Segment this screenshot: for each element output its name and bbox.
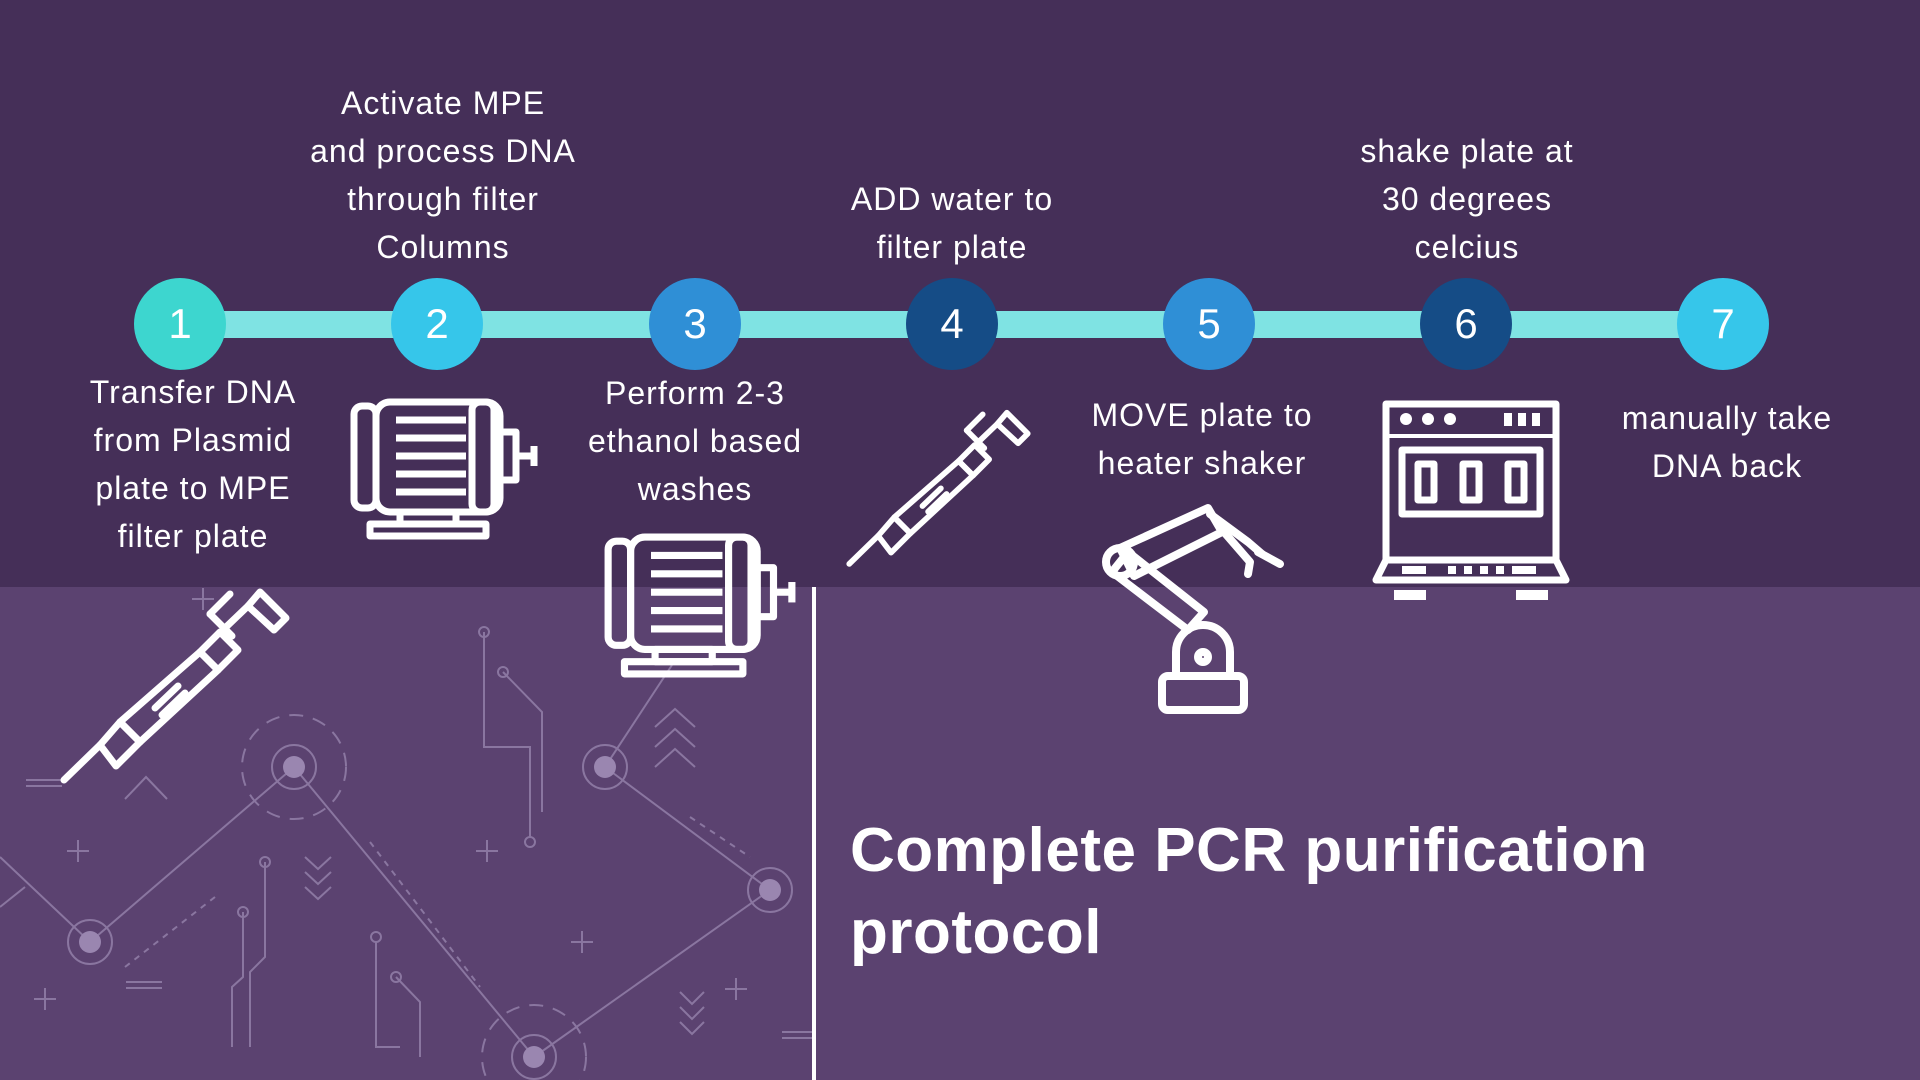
step-4-node: 4 (906, 278, 998, 370)
step-number: 2 (425, 300, 449, 347)
motor-icon (602, 533, 798, 678)
step-number: 7 (1711, 300, 1735, 347)
step-7-node: 7 (1677, 278, 1769, 370)
step-4-text: ADD water to filter plate (850, 181, 1054, 265)
step-2-node: 2 (391, 278, 483, 370)
motor-icon (348, 398, 540, 540)
pipette-icon (846, 395, 1031, 568)
page-title: Complete PCR purification protocol (850, 816, 1648, 967)
step-7-text: manually take DNA back (1621, 400, 1833, 484)
step-6-text: shake plate at 30 degrees celcius (1360, 133, 1574, 265)
step-3-text: Perform 2-3 ethanol based washes (587, 375, 803, 507)
step-number: 5 (1197, 300, 1221, 347)
pipette-icon (60, 570, 290, 785)
shaker-machine-icon (1372, 400, 1570, 606)
step-1-node: 1 (134, 278, 226, 370)
step-5-node: 5 (1163, 278, 1255, 370)
divider-line (812, 587, 816, 1080)
step-6-node: 6 (1420, 278, 1512, 370)
robot-arm-icon (1098, 502, 1288, 717)
step-number: 3 (683, 300, 707, 347)
step-2-text: Activate MPE and process DNA through fil… (310, 85, 576, 265)
step-number: 4 (940, 300, 964, 347)
step-5-text: MOVE plate to heater shaker (1091, 397, 1313, 481)
step-1-text: Transfer DNA from Plasmid plate to MPE f… (89, 374, 297, 554)
step-number: 6 (1454, 300, 1478, 347)
step-number: 1 (168, 300, 192, 347)
circuit-background (0, 588, 812, 1080)
step-3-node: 3 (649, 278, 741, 370)
